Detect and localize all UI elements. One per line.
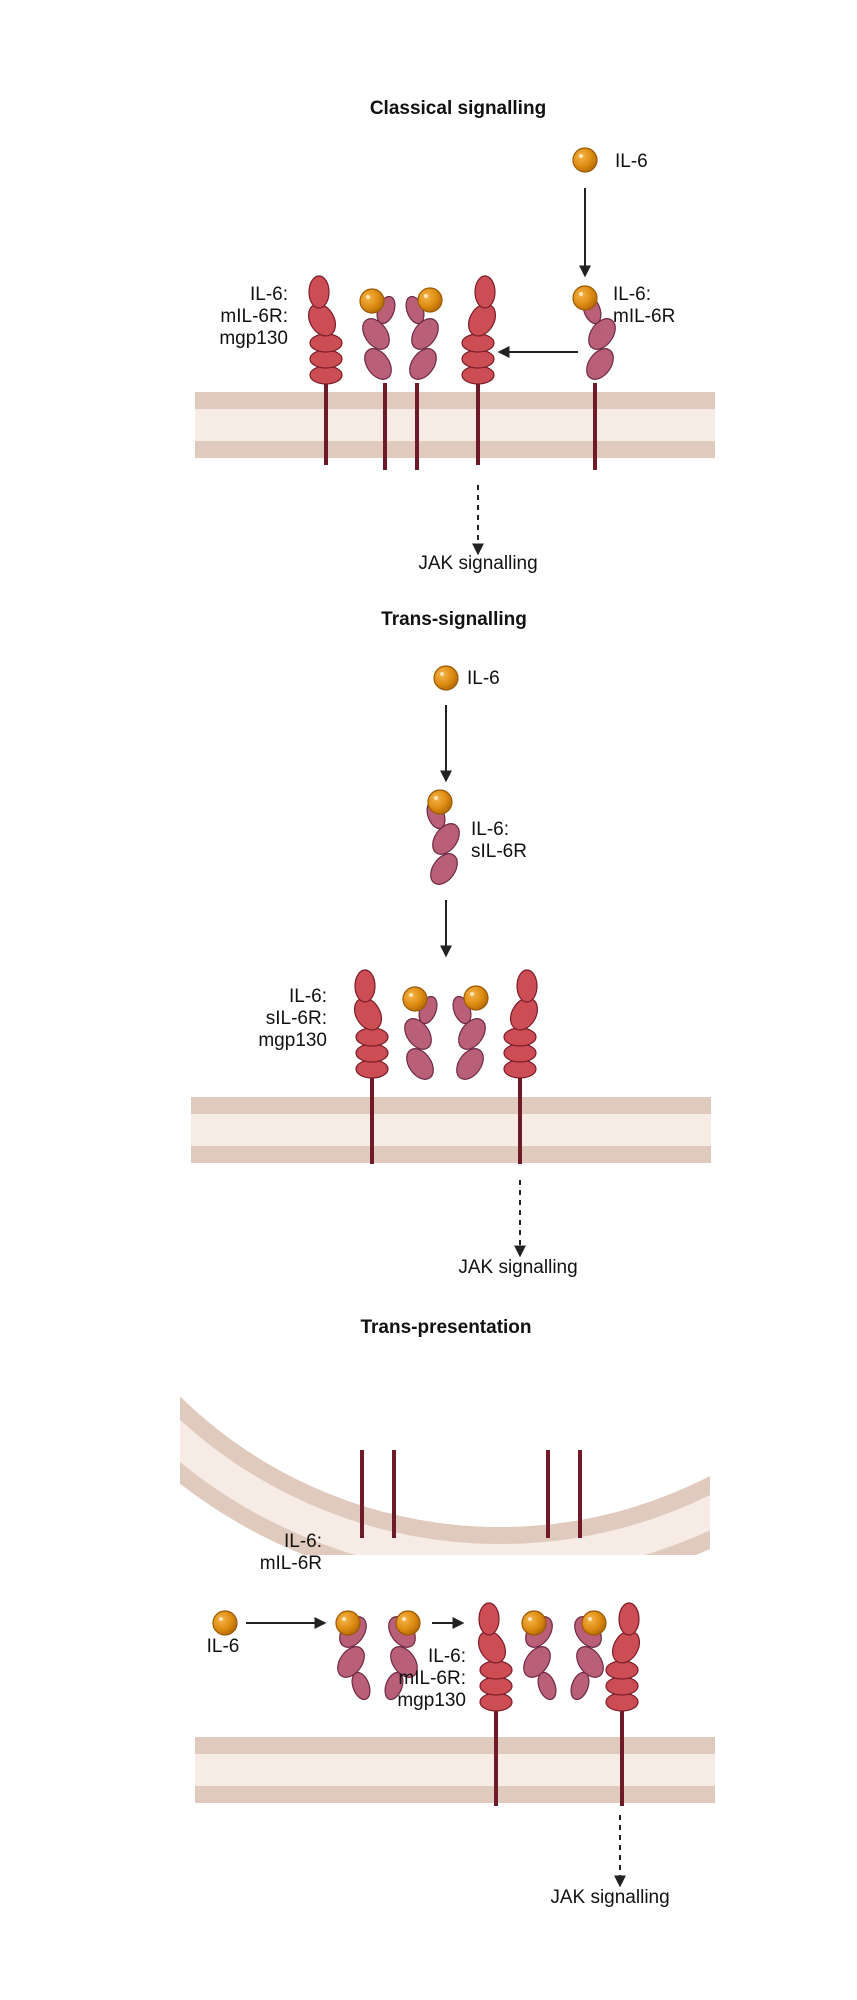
complex-label-line3: mgp130 bbox=[397, 1690, 466, 1711]
il6r-membrane bbox=[579, 293, 622, 470]
il6-free-ligand bbox=[212, 1610, 238, 1636]
il6-ligand bbox=[463, 985, 489, 1011]
complex-label-line1: IL-6: bbox=[250, 284, 288, 305]
il6-ligand bbox=[417, 287, 443, 313]
complex-label-line3: mgp130 bbox=[219, 328, 288, 349]
il6-label: IL-6 bbox=[207, 1636, 240, 1657]
panel-title-classical: Classical signalling bbox=[370, 98, 546, 119]
jak-signalling-label: JAK signalling bbox=[458, 1257, 577, 1278]
il6-ligand bbox=[402, 986, 428, 1012]
jak-signalling-label: JAK signalling bbox=[550, 1887, 669, 1908]
il6-ligand bbox=[395, 1610, 421, 1636]
il6-ligand bbox=[427, 789, 453, 815]
panel-title-trans-presentation: Trans-presentation bbox=[360, 1317, 531, 1338]
il6r-membrane bbox=[402, 293, 445, 470]
cell-membrane bbox=[191, 1097, 711, 1163]
il6-ligand bbox=[581, 1610, 607, 1636]
complex-label-line3: mgp130 bbox=[258, 1030, 327, 1051]
presenter-label-line2: mIL-6R bbox=[260, 1553, 322, 1574]
panel-trans-signalling: Trans-signalling IL-6 IL-6: sIL-6R IL-6:… bbox=[191, 609, 711, 1278]
il6-mil6r-label-line2: mIL-6R bbox=[613, 306, 675, 327]
cell-membrane bbox=[195, 392, 715, 458]
presenter-label-line1: IL-6: bbox=[284, 1531, 322, 1552]
soluble-label-line2: sIL-6R bbox=[471, 841, 527, 862]
soluble-label-line1: IL-6: bbox=[471, 819, 509, 840]
il6r-presented bbox=[567, 1450, 610, 1703]
complex-label-line2: mIL-6R: bbox=[220, 306, 288, 327]
complex-label-line2: sIL-6R: bbox=[266, 1008, 327, 1029]
panel-classical: Classical signalling I bbox=[195, 98, 715, 574]
il6-label: IL-6 bbox=[615, 151, 648, 172]
il6-free-ligand bbox=[433, 665, 459, 691]
il6r-presented bbox=[331, 1450, 374, 1703]
il6-ligand bbox=[572, 285, 598, 311]
il6-label: IL-6 bbox=[467, 668, 500, 689]
complex-label-line1: IL-6: bbox=[289, 986, 327, 1007]
il6-ligand bbox=[335, 1610, 361, 1636]
cell-membrane bbox=[195, 1737, 715, 1803]
complex-label-line1: IL-6: bbox=[428, 1646, 466, 1667]
panel-trans-presentation: Trans-presentation IL-6 bbox=[180, 1317, 715, 1908]
jak-signalling-label: JAK signalling bbox=[418, 553, 537, 574]
complex-label-line2: mIL-6R: bbox=[398, 1668, 466, 1689]
panel-title-trans-signalling: Trans-signalling bbox=[381, 609, 527, 630]
il6r-membrane bbox=[356, 293, 399, 470]
il6r-presented bbox=[517, 1450, 560, 1703]
il6r-presented bbox=[381, 1450, 424, 1703]
il6-mil6r-label-line1: IL-6: bbox=[613, 284, 651, 305]
il6-ligand bbox=[359, 288, 385, 314]
il6-free-ligand bbox=[572, 147, 598, 173]
il6-ligand bbox=[521, 1610, 547, 1636]
